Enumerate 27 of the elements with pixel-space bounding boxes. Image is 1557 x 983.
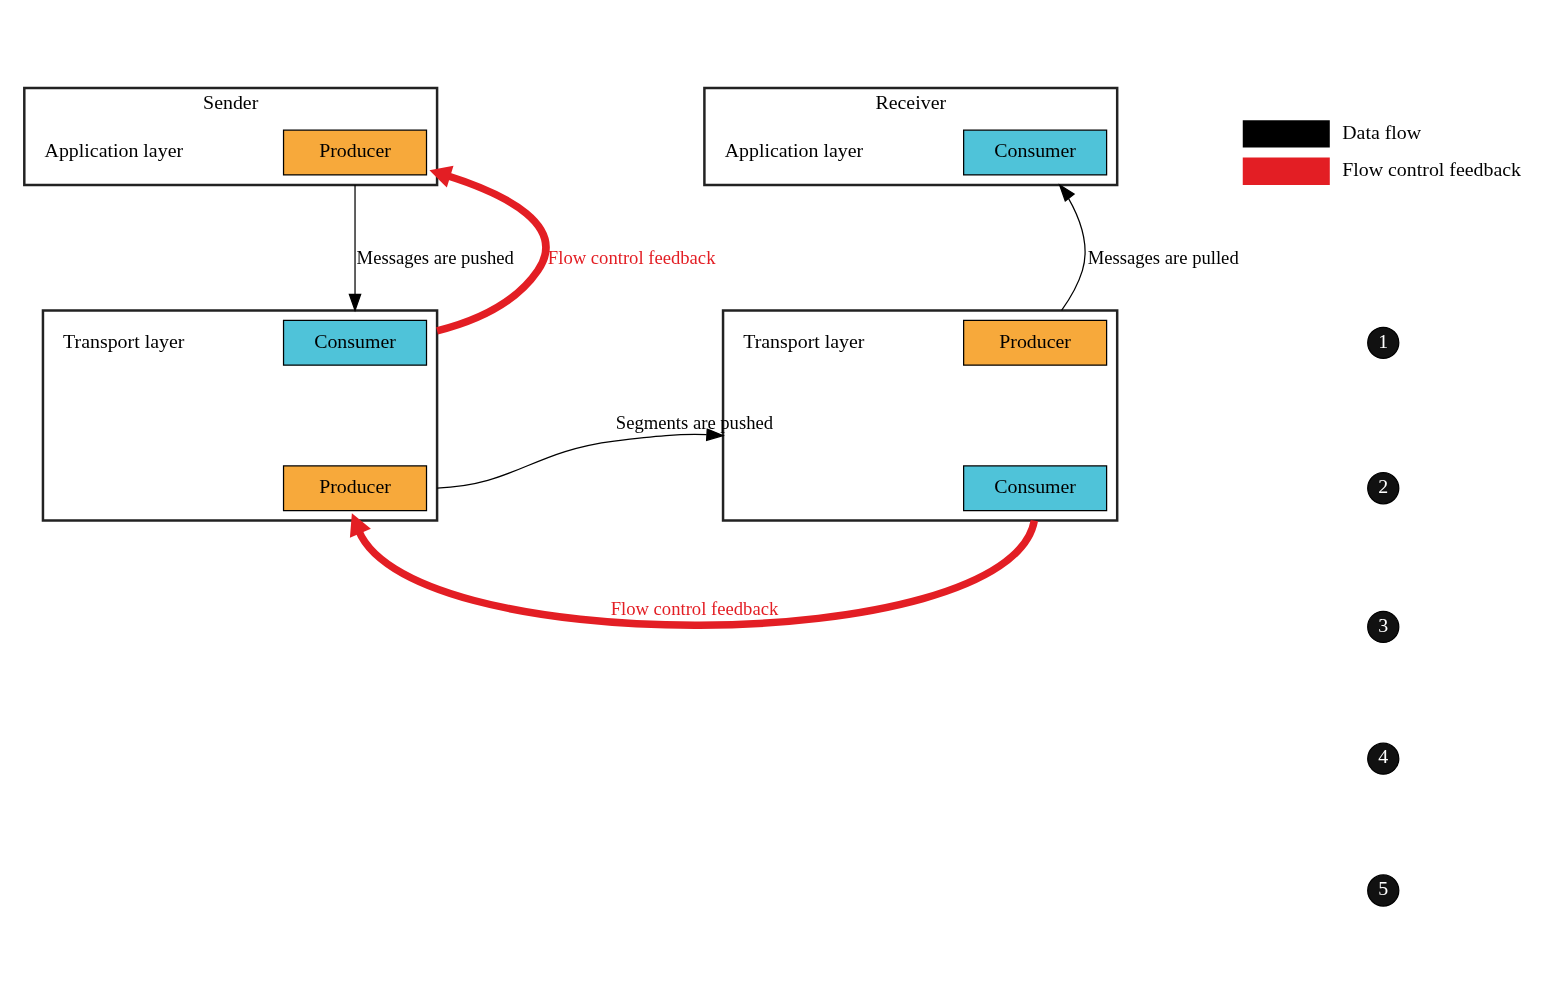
edge-label: Messages are pulled bbox=[1087, 246, 1239, 268]
cluster bbox=[41, 308, 438, 522]
edge-label: Messages are pushed bbox=[356, 246, 514, 268]
node-box: Consumer bbox=[962, 464, 1107, 511]
node-box: Producer bbox=[962, 319, 1107, 366]
cluster bbox=[721, 308, 1118, 522]
node-label: Transport layer bbox=[742, 329, 864, 352]
edge-label: Flow control feedback bbox=[547, 246, 715, 268]
arrow bbox=[348, 183, 362, 312]
label: 1 bbox=[1377, 329, 1388, 352]
node-label: Application layer bbox=[724, 138, 863, 161]
node-box: Consumer bbox=[282, 319, 427, 366]
arrow bbox=[428, 165, 550, 335]
label: 5 bbox=[1377, 876, 1388, 899]
node-label: Application layer bbox=[44, 138, 183, 161]
legend-label: Flow control feedback bbox=[1341, 157, 1521, 180]
legend-label: Data flow bbox=[1341, 120, 1421, 143]
arrow bbox=[435, 427, 725, 489]
label: 4 bbox=[1377, 744, 1388, 767]
node-box: Consumer bbox=[962, 129, 1107, 176]
label: 2 bbox=[1377, 474, 1388, 497]
node-box: Producer bbox=[282, 464, 427, 511]
node-box: Producer bbox=[282, 129, 427, 176]
edge-label: Flow control feedback bbox=[610, 597, 778, 619]
label: 3 bbox=[1377, 613, 1388, 636]
arrow bbox=[1057, 182, 1086, 311]
node-label: Transport layer bbox=[62, 329, 184, 352]
